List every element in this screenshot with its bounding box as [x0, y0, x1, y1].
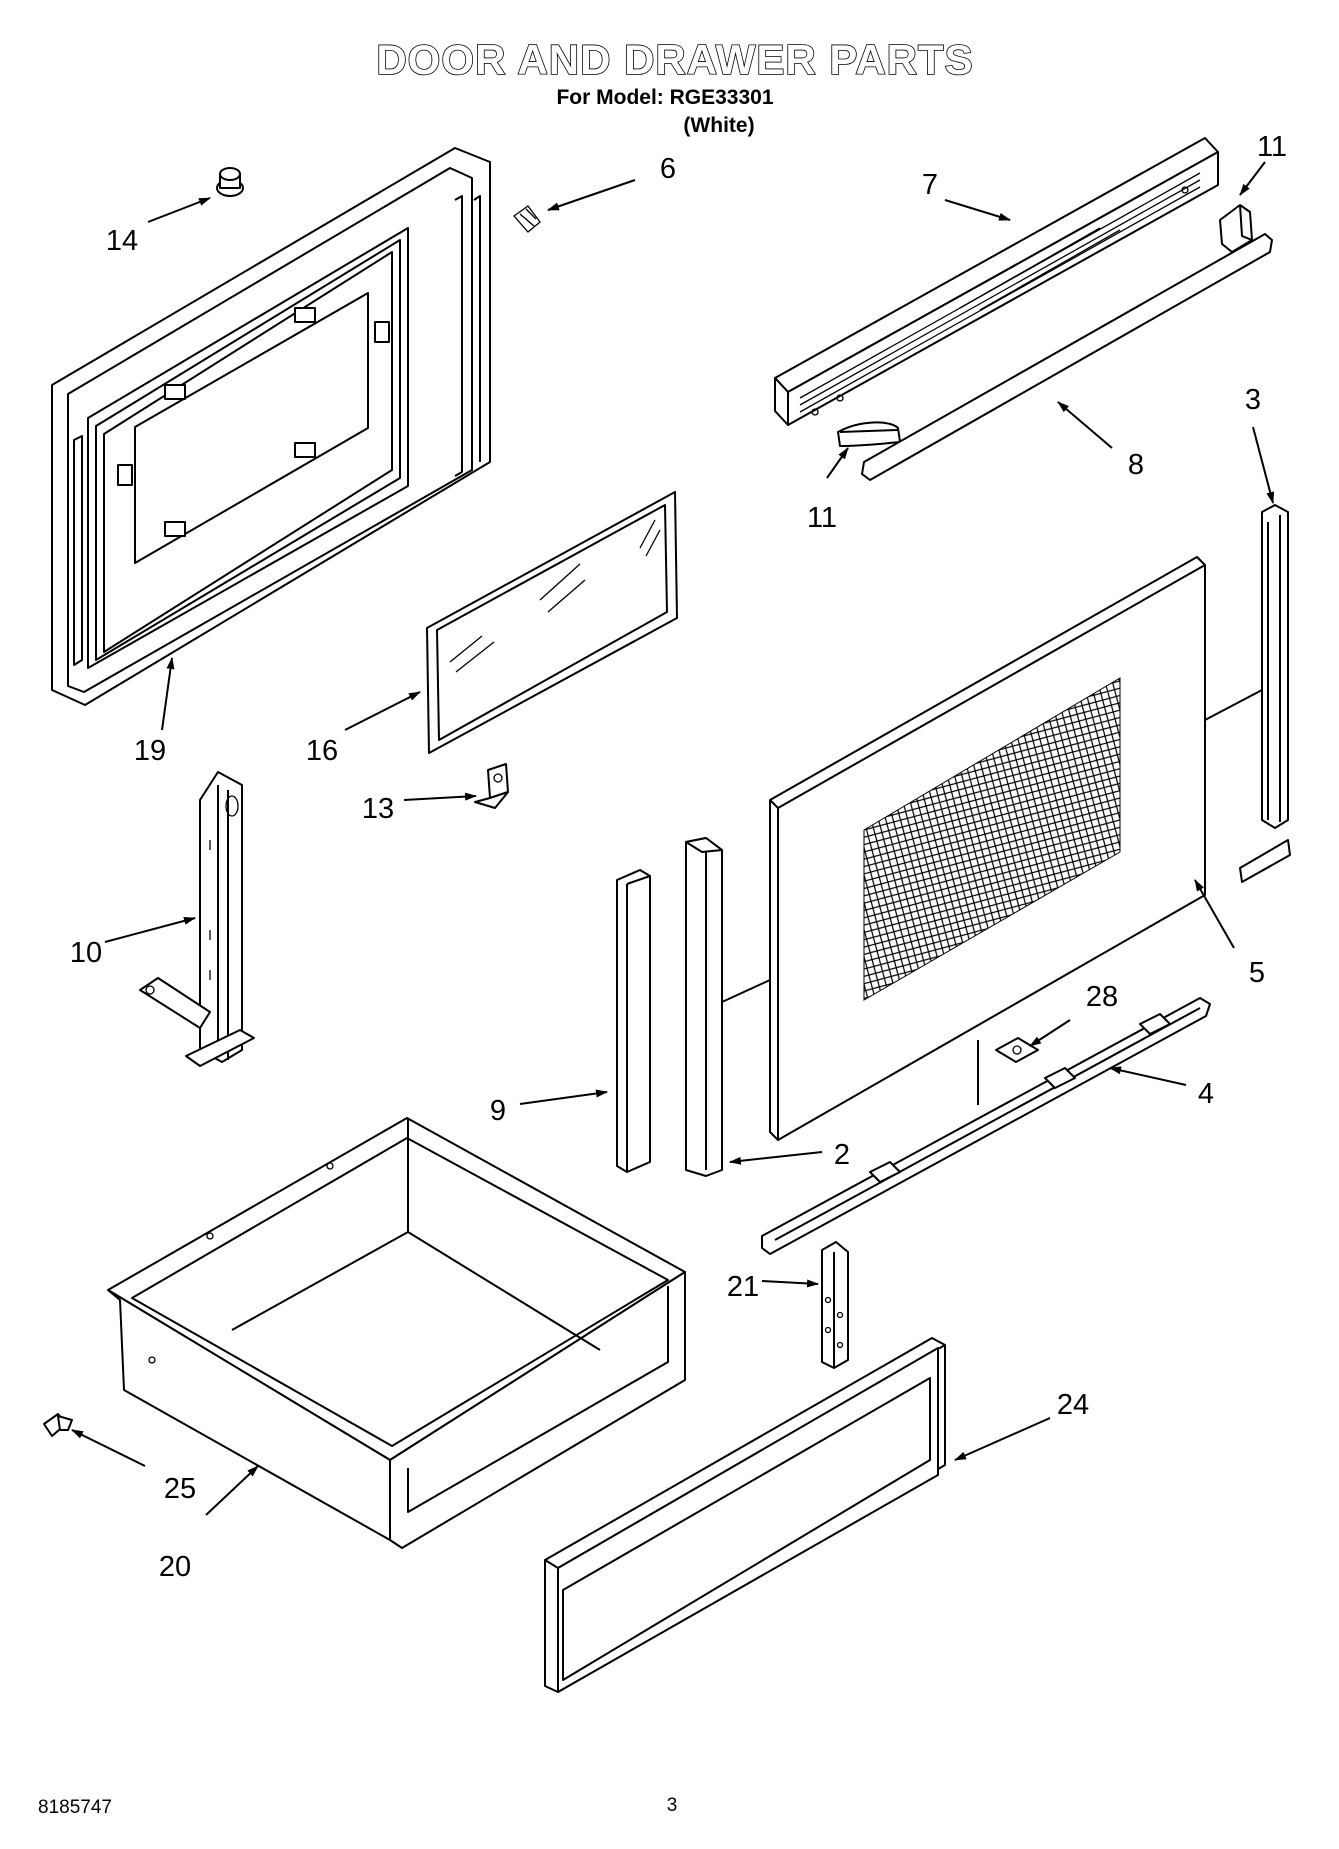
part-19-inner-door-panel	[51, 147, 491, 706]
part-8-trim-strip	[861, 233, 1273, 481]
part-9-insulation-strip	[616, 869, 651, 1173]
callout-19: 19	[134, 735, 166, 767]
part-11-end-cap-left	[837, 421, 901, 447]
part-2-left-side-trim	[685, 837, 723, 1177]
callout-3: 3	[1245, 384, 1261, 416]
part-4-hinge-rail	[761, 997, 1211, 1255]
callout-16: 16	[306, 735, 338, 767]
part-5-outer-door-panel	[769, 556, 1206, 1141]
part-24-drawer-front	[544, 1337, 946, 1693]
callout-5: 5	[1249, 957, 1265, 989]
callout-labels: 14 6 7 11 11 8 3 19 16 13 10 5 28 4 9 2 …	[70, 131, 1287, 1583]
callout-28: 28	[1086, 981, 1118, 1013]
callout-14: 14	[106, 225, 138, 257]
document-number: 8185747	[38, 1797, 112, 1818]
part-7-control-panel	[774, 137, 1219, 426]
callout-24: 24	[1057, 1389, 1089, 1421]
callout-11-left: 11	[807, 502, 837, 534]
part-25-screw	[43, 1413, 73, 1437]
callout-25: 25	[164, 1473, 196, 1505]
part-20-drawer	[107, 1117, 686, 1549]
part-16-door-glass	[426, 491, 678, 754]
part-6-clip	[513, 205, 541, 233]
callout-13: 13	[362, 793, 394, 825]
part-28-clip	[995, 1037, 1039, 1063]
callout-21: 21	[727, 1271, 759, 1303]
callout-6: 6	[660, 153, 676, 185]
callout-4: 4	[1198, 1078, 1214, 1110]
page-title: DOOR AND DRAWER PARTS	[376, 36, 973, 83]
color-line: (White)	[683, 114, 754, 137]
callout-11-right: 11	[1257, 131, 1287, 163]
leader-lines	[71, 161, 1275, 1516]
part-14-grommet	[216, 167, 244, 197]
model-line: For Model: RGE33301	[556, 86, 773, 109]
callout-8: 8	[1128, 449, 1144, 481]
callout-2: 2	[834, 1139, 850, 1171]
page-number: 3	[667, 1795, 678, 1816]
part-11-end-cap-right	[1219, 204, 1253, 253]
part-10-hinge-support	[139, 771, 255, 1067]
callout-9: 9	[490, 1095, 506, 1127]
callout-20: 20	[159, 1551, 191, 1583]
callout-7: 7	[922, 169, 938, 201]
part-21-drawer-bracket	[821, 1241, 849, 1369]
part-13-bracket	[474, 763, 509, 809]
callout-10: 10	[70, 937, 102, 969]
part-3-right-side-trim	[1239, 504, 1291, 883]
